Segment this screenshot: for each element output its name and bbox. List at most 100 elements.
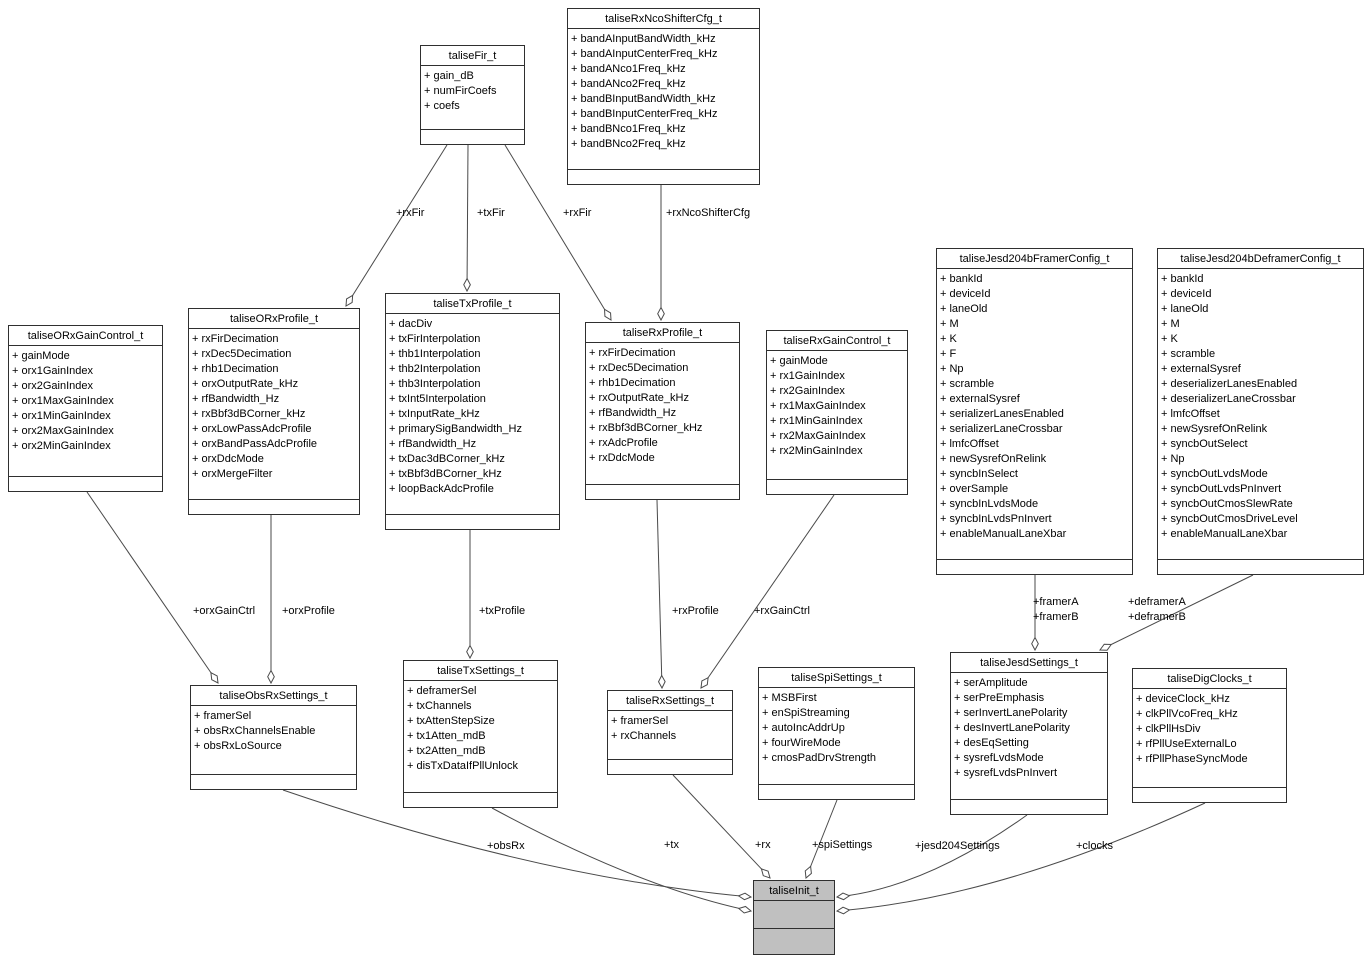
class-attribute: + overSample (940, 483, 1009, 495)
class-attribute: + orx2MaxGainIndex (12, 425, 114, 437)
class-attribute: + bandAInputBandWidth_kHz (571, 33, 716, 45)
edge-label-framera: +framerA (1033, 596, 1079, 608)
class-attribute: + orxDdcMode (192, 453, 264, 465)
class-taliseRxGainControl_t[interactable]: taliseRxGainControl_t + gainMode+ rx1Gai… (766, 330, 908, 495)
edge-label-rxgainctrl: +rxGainCtrl (754, 605, 810, 617)
class-title: taliseJesd204bFramerConfig_t (937, 249, 1132, 269)
class-taliseInit_t[interactable]: taliseInit_t (753, 880, 835, 955)
class-attribute: + M (1161, 318, 1180, 330)
class-attribute: + numFirCoefs (424, 85, 497, 97)
class-operations-empty (386, 514, 559, 529)
class-taliseJesd204bDeframerConfig_t[interactable]: taliseJesd204bDeframerConfig_t + bankId+… (1157, 248, 1364, 575)
class-attribute: + syncbOutLvdsMode (1161, 468, 1268, 480)
class-attribute: + syncbInSelect (940, 468, 1018, 480)
class-attribute: + txChannels (407, 700, 472, 712)
class-attribute: + gain_dB (424, 70, 474, 82)
class-attribute: + gainMode (12, 350, 70, 362)
class-attribute: + txAttenStepSize (407, 715, 495, 727)
class-attribute: + lmfcOffset (1161, 408, 1220, 420)
class-operations-empty (586, 484, 739, 499)
edge-txsettings-to-init (491, 807, 751, 911)
class-operations-empty (189, 499, 359, 514)
class-attributes: + gain_dB+ numFirCoefs+ coefs (421, 66, 524, 129)
class-attribute: + rhb1Decimation (192, 363, 279, 375)
class-title: taliseRxSettings_t (608, 691, 732, 711)
edge-jesdsettings-to-init (837, 814, 1028, 897)
class-attribute: + deviceClock_kHz (1136, 693, 1230, 705)
edge-digclocks-to-init (837, 802, 1206, 911)
edge-rxprofile-to-rxsettings (656, 499, 662, 688)
class-attribute: + laneOld (940, 303, 988, 315)
class-attributes: + framerSel+ rxChannels (608, 711, 732, 759)
class-attribute: + deserializerLanesEnabled (1161, 378, 1298, 390)
class-taliseSpiSettings_t[interactable]: taliseSpiSettings_t + MSBFirst + enSpiStr… (758, 667, 915, 800)
class-attribute: + newSysrefOnRelink (1161, 423, 1268, 435)
class-attribute: + orxBandPassAdcProfile (192, 438, 318, 450)
class-operations-empty (937, 559, 1132, 574)
class-attribute: + syncbOutCmosDriveLevel (1161, 513, 1298, 525)
class-taliseObsRxSettings_t[interactable]: taliseObsRxSettings_t + framerSel+ obsRx… (190, 685, 357, 790)
class-taliseTxSettings_t[interactable]: taliseTxSettings_t + deframerSel+ txChan… (403, 660, 558, 808)
class-operations-empty (608, 759, 732, 774)
class-attribute: + rfPllPhaseSyncMode (1136, 753, 1248, 765)
class-attribute: + MSBFirst (762, 692, 817, 704)
edge-label-rx: +rx (755, 839, 771, 851)
class-attribute: + orx2MinGainIndex (12, 440, 111, 452)
edge-label-deframerb: +deframerB (1128, 611, 1186, 623)
class-attribute: + orxOutputRate_kHz (192, 378, 299, 390)
class-attribute: + dacDiv (389, 318, 433, 330)
class-attribute: + rx2GainIndex (770, 385, 845, 397)
class-operations-empty (9, 476, 162, 491)
class-attribute: + rxDdcMode (589, 452, 655, 464)
class-attribute: + rhb1Decimation (589, 377, 676, 389)
class-attribute: + rx1GainIndex (770, 370, 845, 382)
class-attribute: + rfPllUseExternalLo (1136, 738, 1237, 750)
class-operations-empty (759, 784, 914, 799)
class-taliseDigClocks_t[interactable]: taliseDigClocks_t + deviceClock_kHz+ clk… (1132, 668, 1287, 803)
class-attribute: + externalSysref (1161, 363, 1241, 375)
class-taliseJesd204bFramerConfig_t[interactable]: taliseJesd204bFramerConfig_t + bankId+ d… (936, 248, 1133, 575)
edge-label-jesd204settings: +jesd204Settings (915, 840, 1000, 852)
class-attribute: + disTxDataIfPllUnlock (407, 760, 518, 772)
class-taliseFir_t[interactable]: taliseFir_t + gain_dB+ numFirCoefs+ coef… (420, 45, 525, 145)
class-attribute: + deviceId (1161, 288, 1212, 300)
class-attribute: + bandBInputBandWidth_kHz (571, 93, 716, 105)
edge-label-txfir: +txFir (477, 207, 505, 219)
class-attributes: + rxFirDecimation+ rxDec5Decimation+ rhb… (586, 343, 739, 484)
class-title: taliseInit_t (754, 881, 834, 901)
edge-rxsettings-to-init (672, 774, 770, 878)
class-attributes: + serAmplitude+ serPreEmphasis+ serInver… (951, 673, 1107, 799)
class-attribute: + primarySigBandwidth_Hz (389, 423, 522, 435)
class-attribute: + obsRxLoSource (194, 740, 282, 752)
class-attribute: + sysrefLvdsPnInvert (954, 767, 1058, 779)
class-attributes: + framerSel+ obsRxChannelsEnable+ obsRxL… (191, 706, 356, 774)
class-attribute: + serializerLaneCrossbar (940, 423, 1063, 435)
edge-label-rxncoshiftercfg: +rxNcoShifterCfg (666, 207, 751, 219)
class-taliseJesdSettings_t[interactable]: taliseJesdSettings_t + serAmplitude+ ser… (950, 652, 1108, 815)
class-taliseORxGainControl_t[interactable]: taliseORxGainControl_t + gainMode+ orx1G… (8, 325, 163, 492)
edge-label-framerb: +framerB (1033, 611, 1079, 623)
class-attribute: + orx2GainIndex (12, 380, 94, 392)
class-attribute: + enSpiStreaming (762, 707, 850, 719)
class-taliseTxProfile_t[interactable]: taliseTxProfile_t + dacDiv+ txFirInterpo… (385, 293, 560, 530)
class-attributes: + gainMode+ orx1GainIndex+ orx2GainIndex… (9, 346, 162, 476)
edge-label-deframera: +deframerA (1128, 596, 1186, 608)
class-taliseRxProfile_t[interactable]: taliseRxProfile_t + rxFirDecimation+ rxD… (585, 322, 740, 500)
class-operations-empty (951, 799, 1107, 814)
class-title: taliseSpiSettings_t (759, 668, 914, 688)
class-taliseRxNcoShifterCfg_t[interactable]: taliseRxNcoShifterCfg_t + bandAInputBand… (567, 8, 760, 185)
class-taliseRxSettings_t[interactable]: taliseRxSettings_t + framerSel+ rxChanne… (607, 690, 733, 775)
class-taliseORxProfile_t[interactable]: taliseORxProfile_t + rxFirDecimation+ rx… (188, 308, 360, 515)
class-attribute: + sysrefLvdsMode (954, 752, 1044, 764)
class-attribute: + orxLowPassAdcProfile (192, 423, 312, 435)
class-attribute: + rxChannels (611, 730, 677, 742)
class-attributes: + rxFirDecimation+ rxDec5Decimation+ rhb… (189, 329, 359, 499)
class-attribute: + thb3Interpolation (389, 378, 481, 390)
class-attribute: + enableManualLaneXbar (940, 528, 1067, 540)
class-operations-empty (767, 479, 907, 494)
class-attribute: + tx1Atten_mdB (407, 730, 486, 742)
class-attributes: + bankId+ deviceId+ laneOld+ M+ K+ scram… (1158, 269, 1363, 559)
edge-label-clocks: +clocks (1076, 840, 1113, 852)
class-attribute: + externalSysref (940, 393, 1020, 405)
